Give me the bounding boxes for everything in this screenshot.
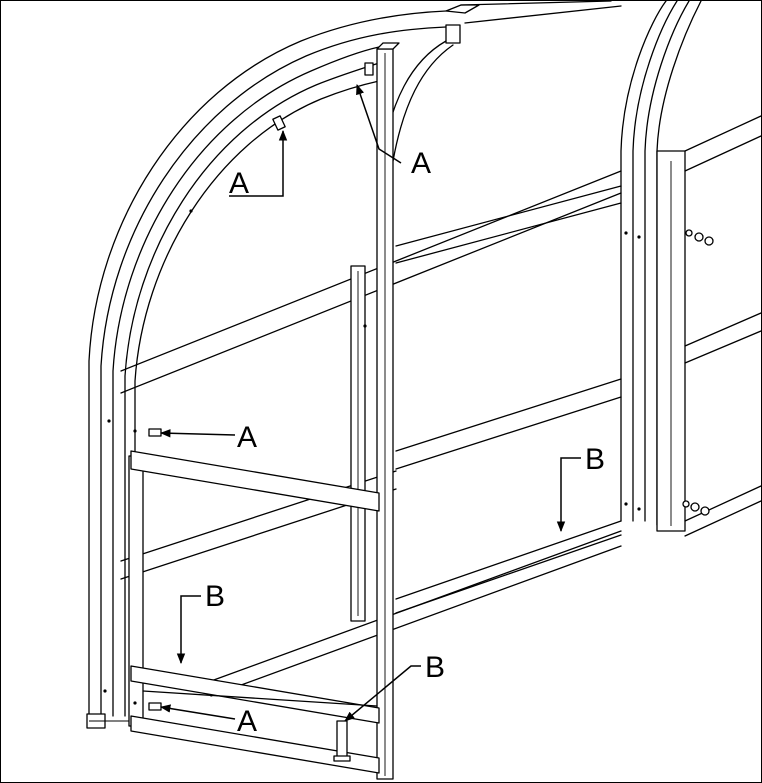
callout-leaders xyxy=(159,84,581,722)
callout-a-mid: A xyxy=(237,421,257,454)
callout-b-left: B xyxy=(205,580,225,613)
rear-arch xyxy=(620,1,702,532)
callout-a-bottom: A xyxy=(237,705,257,738)
front-arch xyxy=(86,1,622,729)
callout-a-top: A xyxy=(411,147,431,180)
inner-post xyxy=(350,265,366,622)
callout-b-bottom: B xyxy=(425,651,445,684)
fixing-bolts xyxy=(103,62,714,762)
callout-a-arch: A xyxy=(229,167,249,200)
callout-b-right: B xyxy=(585,443,605,476)
door-frame xyxy=(128,42,400,780)
